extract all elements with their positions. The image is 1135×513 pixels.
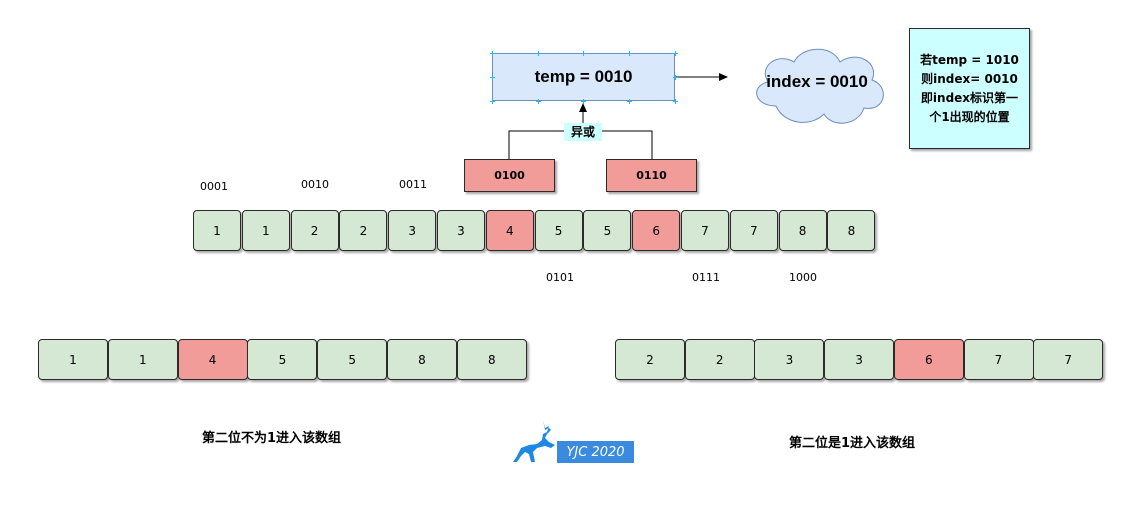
array-cell: 2 bbox=[684, 339, 755, 380]
selection-handle[interactable] bbox=[536, 99, 541, 104]
binary-label: 0001 bbox=[200, 180, 228, 193]
array-cell: 6 bbox=[893, 339, 964, 380]
note-box: 若temp = 1010 则index= 0010 即index标识第一 个1出… bbox=[909, 28, 1030, 149]
binary-label: 0010 bbox=[301, 178, 329, 191]
array-cell: 3 bbox=[437, 210, 485, 251]
array-cell: 8 bbox=[387, 339, 457, 380]
temp-box[interactable]: temp = 0010 bbox=[492, 53, 675, 101]
note-line: 则index= 0010 bbox=[921, 71, 1018, 86]
operand-box: 0100 bbox=[464, 159, 555, 192]
selection-handle[interactable] bbox=[673, 99, 678, 104]
selection-handle[interactable] bbox=[490, 75, 495, 80]
cloud-label: index = 0010 bbox=[766, 72, 868, 91]
array-cell: 7 bbox=[729, 210, 778, 251]
selection-handle[interactable] bbox=[627, 99, 632, 104]
array-cell: 4 bbox=[177, 339, 248, 380]
array-cell: 5 bbox=[583, 210, 632, 251]
note-line: 个1出现的位置 bbox=[929, 109, 1010, 124]
array-cell: 1 bbox=[38, 339, 108, 380]
selection-handle[interactable] bbox=[581, 51, 586, 56]
array-cell: 7 bbox=[1033, 339, 1104, 380]
xor-label: 异或 bbox=[564, 123, 602, 141]
array-cell: 7 bbox=[681, 210, 729, 251]
watermark-badge: YJC 2020 bbox=[557, 441, 634, 463]
array-cell: 1 bbox=[193, 210, 241, 251]
selection-handle[interactable] bbox=[627, 51, 632, 56]
selection-handle[interactable] bbox=[673, 51, 678, 56]
array-cell: 3 bbox=[754, 339, 825, 380]
array-cell: 6 bbox=[632, 210, 681, 251]
array-cell: 8 bbox=[827, 210, 876, 251]
temp-label: temp = 0010 bbox=[534, 67, 633, 86]
operand-box: 0110 bbox=[606, 159, 697, 192]
array-cell: 1 bbox=[241, 210, 290, 251]
right-caption: 第二位是1进入该数组 bbox=[789, 436, 916, 451]
array-cell: 2 bbox=[615, 339, 685, 380]
array-cell: 3 bbox=[388, 210, 437, 251]
selection-handle[interactable] bbox=[581, 99, 586, 104]
array-cell: 1 bbox=[107, 339, 178, 380]
array-cell: 4 bbox=[485, 210, 534, 251]
array-cell: 8 bbox=[778, 210, 827, 251]
selection-handle[interactable] bbox=[490, 99, 495, 104]
array-cell: 8 bbox=[456, 339, 527, 380]
array-cell: 3 bbox=[824, 339, 895, 380]
array-cell: 7 bbox=[963, 339, 1034, 380]
array-cell: 5 bbox=[247, 339, 318, 380]
array-cell: 5 bbox=[317, 339, 388, 380]
watermark-text: YJC 2020 bbox=[566, 444, 625, 460]
binary-label: 0111 bbox=[692, 271, 720, 284]
cloud-shape bbox=[756, 48, 884, 124]
array-cell: 2 bbox=[339, 210, 388, 251]
note-line: 若temp = 1010 bbox=[920, 52, 1019, 67]
left-caption: 第二位不为1进入该数组 bbox=[202, 431, 342, 446]
binary-label: 1000 bbox=[789, 271, 817, 284]
array-cell: 2 bbox=[290, 210, 339, 251]
deer-icon bbox=[513, 420, 555, 462]
binary-label: 0011 bbox=[399, 178, 427, 191]
selection-handle[interactable] bbox=[536, 51, 541, 56]
array-cell: 5 bbox=[534, 210, 583, 251]
selection-handle[interactable] bbox=[490, 51, 495, 56]
note-line: 即index标识第一 bbox=[920, 90, 1019, 105]
selection-handle[interactable] bbox=[673, 75, 678, 80]
binary-label: 0101 bbox=[546, 271, 574, 284]
